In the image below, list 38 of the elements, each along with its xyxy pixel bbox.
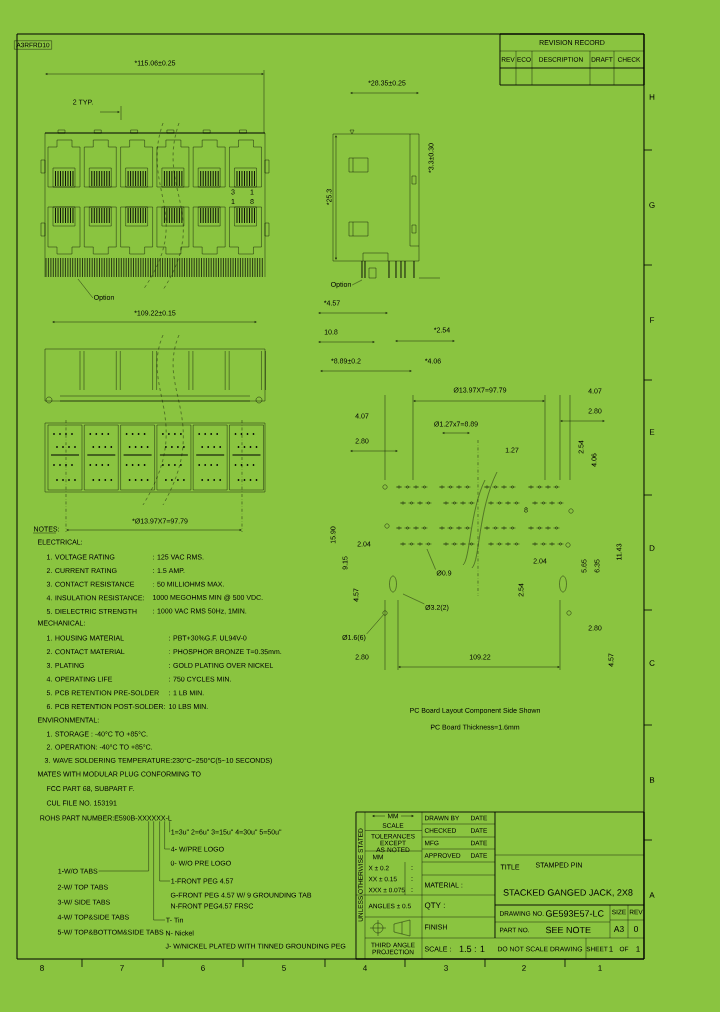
zone-letter: F bbox=[650, 317, 655, 323]
zone-number: 5 bbox=[282, 965, 286, 971]
table-cell: 1 bbox=[609, 946, 613, 952]
zone-number: 6 bbox=[201, 965, 205, 971]
leader-line bbox=[159, 821, 171, 882]
leader-line bbox=[153, 821, 166, 921]
table-cell: QTY : bbox=[424, 902, 445, 910]
table-cell: 1 bbox=[636, 946, 640, 952]
zone-letter: D bbox=[649, 545, 655, 551]
leader-line bbox=[426, 548, 436, 570]
leader-line bbox=[351, 279, 363, 286]
zone-number: 3 bbox=[444, 965, 448, 971]
table-cell: : bbox=[411, 876, 413, 882]
zone-letter: C bbox=[649, 660, 655, 666]
zone-number: 2 bbox=[522, 965, 526, 971]
table-cell: SEE NOTE bbox=[545, 926, 591, 934]
drawing-number: GE593E57-LC bbox=[545, 910, 604, 917]
zone-number: 7 bbox=[120, 965, 124, 971]
leader-line bbox=[366, 614, 384, 635]
table-cell: 0 bbox=[633, 926, 638, 932]
zone-letter: B bbox=[650, 777, 655, 783]
zone-letter: E bbox=[650, 429, 655, 435]
leader-line bbox=[98, 821, 149, 872]
table-cell: : bbox=[411, 887, 413, 893]
title-text: STACKED GANGED JACK, 2X8 bbox=[503, 889, 633, 897]
zone-letter: G bbox=[649, 202, 655, 208]
table-cell: 1.5 : 1 bbox=[459, 945, 485, 953]
table-cell: A3 bbox=[613, 926, 624, 932]
leader-line bbox=[402, 593, 425, 605]
leader-line bbox=[164, 821, 171, 850]
table-cell: : bbox=[411, 865, 413, 871]
zone-number: 1 bbox=[598, 965, 602, 971]
leader-line bbox=[77, 278, 94, 299]
zone-letter: A bbox=[649, 892, 655, 898]
zone-number: 8 bbox=[40, 965, 44, 971]
zone-number: 4 bbox=[362, 965, 367, 971]
zone-letter: H bbox=[649, 94, 655, 100]
leader-line bbox=[169, 821, 171, 833]
